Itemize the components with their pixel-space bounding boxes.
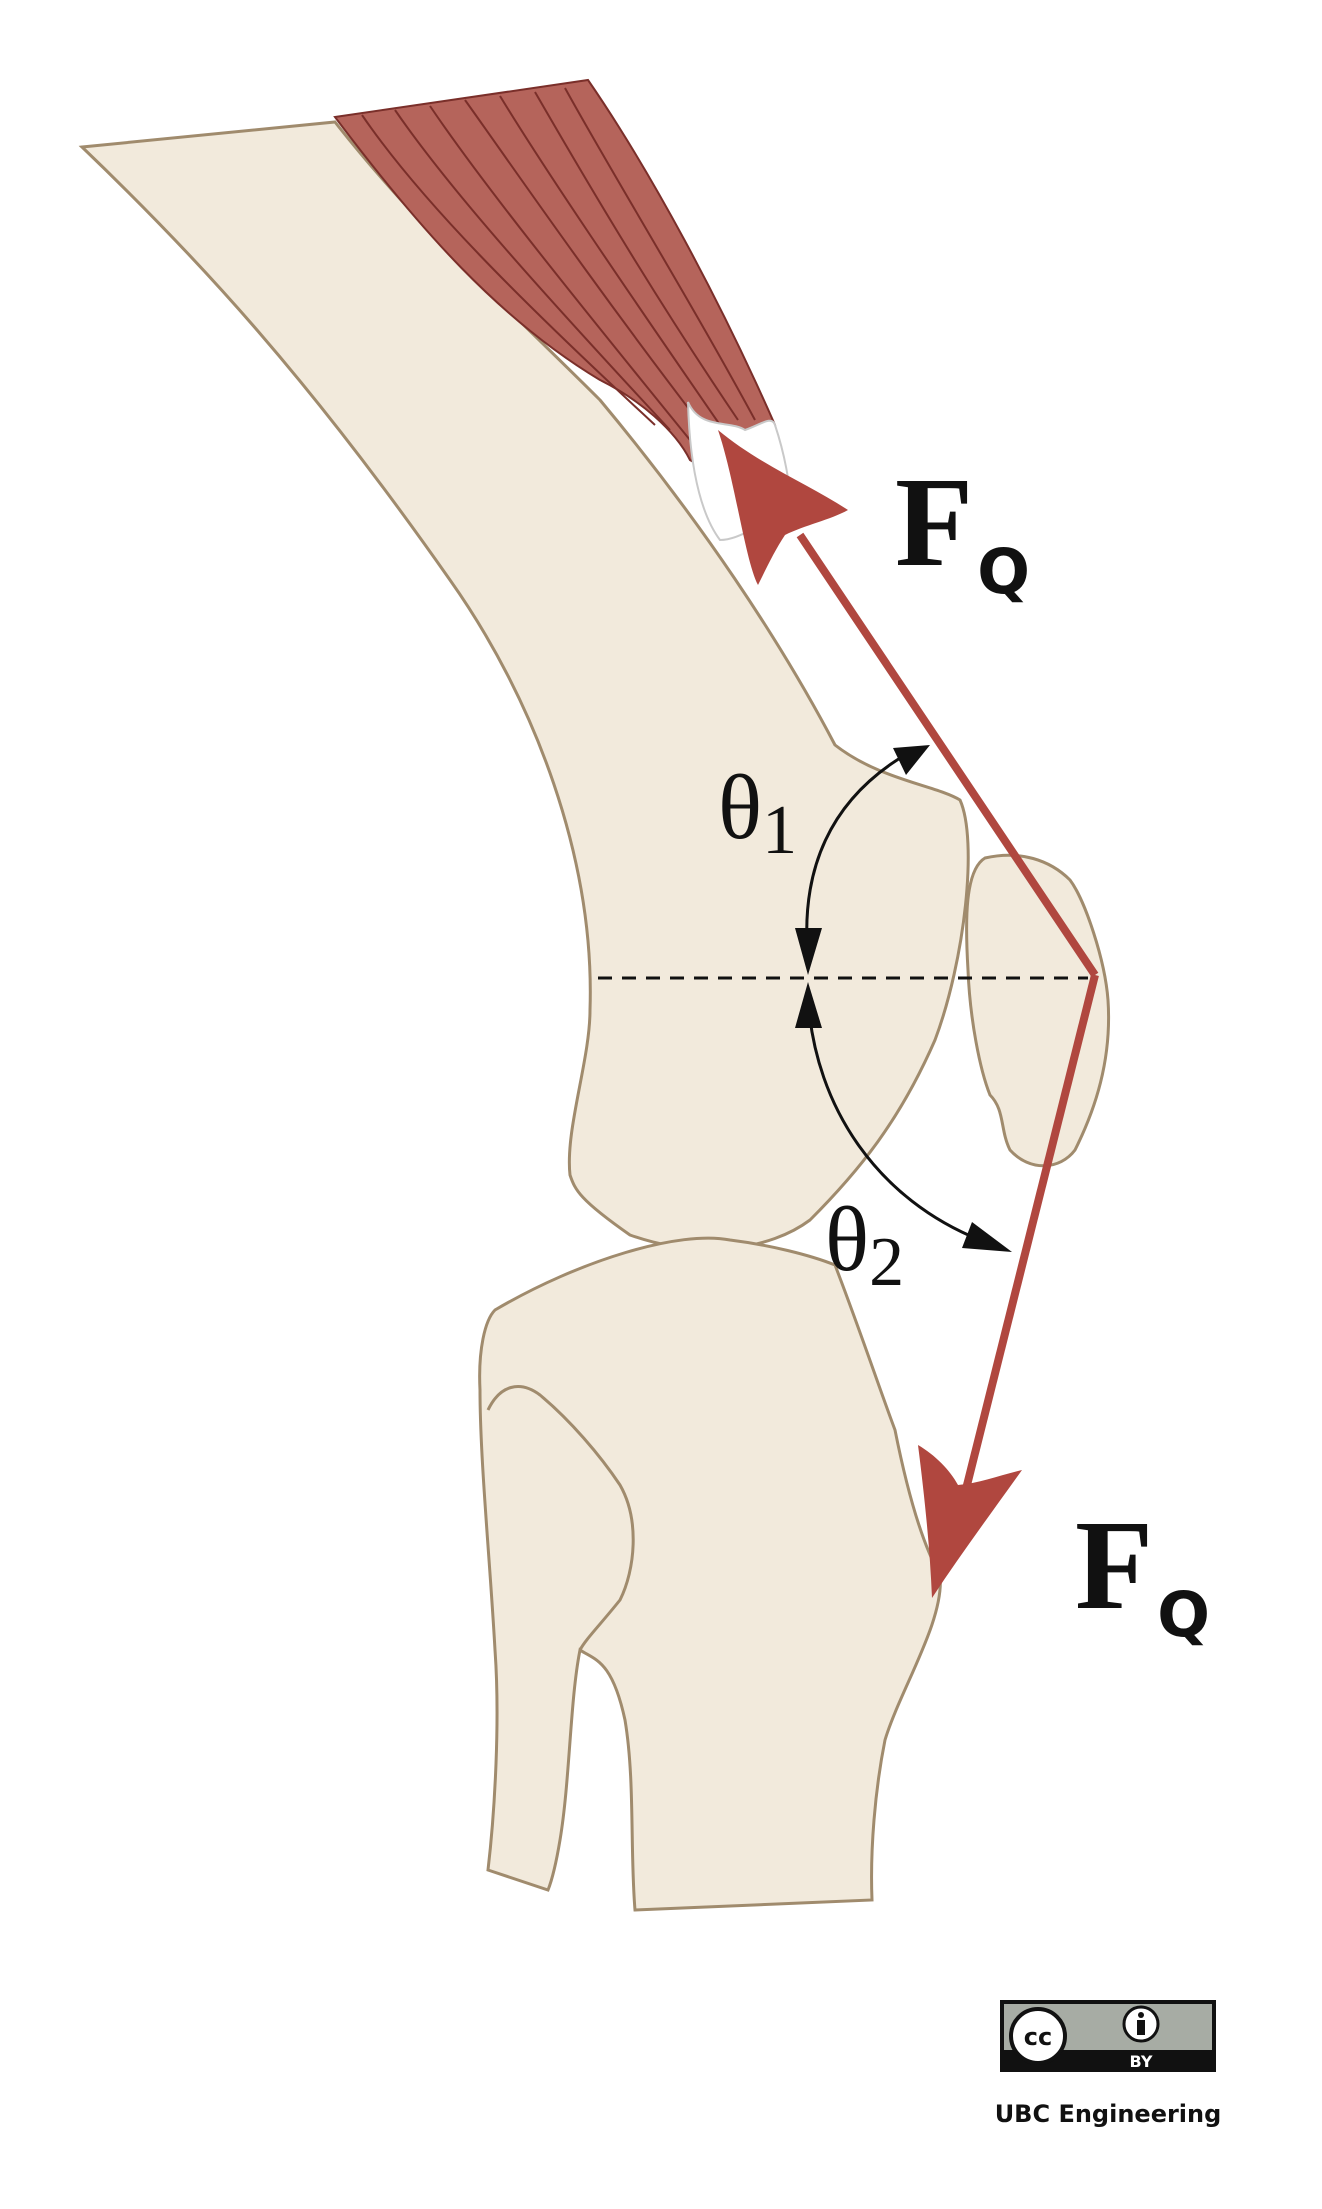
license-badge-text: BY <box>1130 2052 1153 2071</box>
force-arrowhead-upper <box>718 430 848 585</box>
angle-arc-theta-1 <box>795 745 930 975</box>
angle-arc-theta-2 <box>795 982 1012 1252</box>
attribution-icon <box>1122 2005 1160 2043</box>
fibula-outline <box>486 1385 635 1651</box>
credit-text: UBC Engineering <box>995 2100 1222 2128</box>
force-arrowhead-lower <box>918 1445 1022 1598</box>
tibia-bone <box>478 1236 942 1912</box>
cc-icon <box>1009 2007 1067 2065</box>
license-badge: cc BY <box>1000 2000 1216 2072</box>
force-label-lower: FQ <box>1075 1494 1210 1651</box>
quadriceps-muscle <box>333 78 792 542</box>
theta-1-label: θ1 <box>718 756 797 869</box>
femur-bone <box>78 120 970 1251</box>
svg-text:cc: cc <box>1024 2023 1052 2051</box>
force-label-upper: FQ <box>895 451 1030 608</box>
theta-2-label: θ2 <box>825 1188 904 1301</box>
force-line <box>796 532 1099 1506</box>
